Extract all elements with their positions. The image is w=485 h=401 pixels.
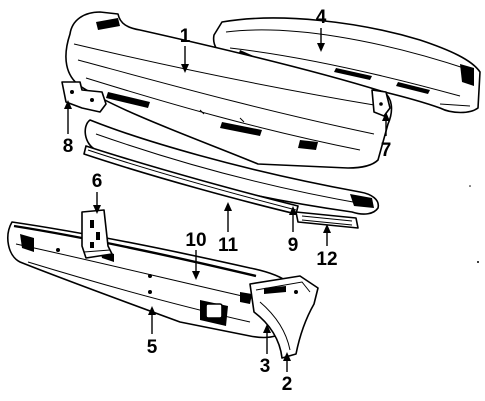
- bracket-left: [61, 81, 107, 113]
- callout-5: 5: [147, 337, 158, 358]
- leader-lines: [64, 28, 390, 372]
- callout-1: 1: [180, 26, 191, 47]
- callout-9: 9: [288, 235, 299, 256]
- callout-7: 7: [381, 140, 392, 161]
- callout-11: 11: [218, 235, 239, 256]
- center-bracket: [81, 209, 113, 259]
- side-brace: [249, 275, 319, 359]
- callout-10: 10: [185, 230, 206, 251]
- reflector: [295, 211, 359, 229]
- callout-2: 2: [282, 374, 293, 395]
- callout-12: 12: [316, 249, 337, 270]
- bracket-right: [371, 89, 391, 117]
- front-bumper-cover: [65, 11, 393, 169]
- callout-8: 8: [63, 136, 74, 157]
- callout-labels: 1 2 3 4 5 6 7 8 9 10 11 12: [63, 7, 392, 395]
- callout-3: 3: [260, 356, 271, 377]
- callout-4: 4: [316, 7, 327, 28]
- callout-6: 6: [92, 171, 103, 192]
